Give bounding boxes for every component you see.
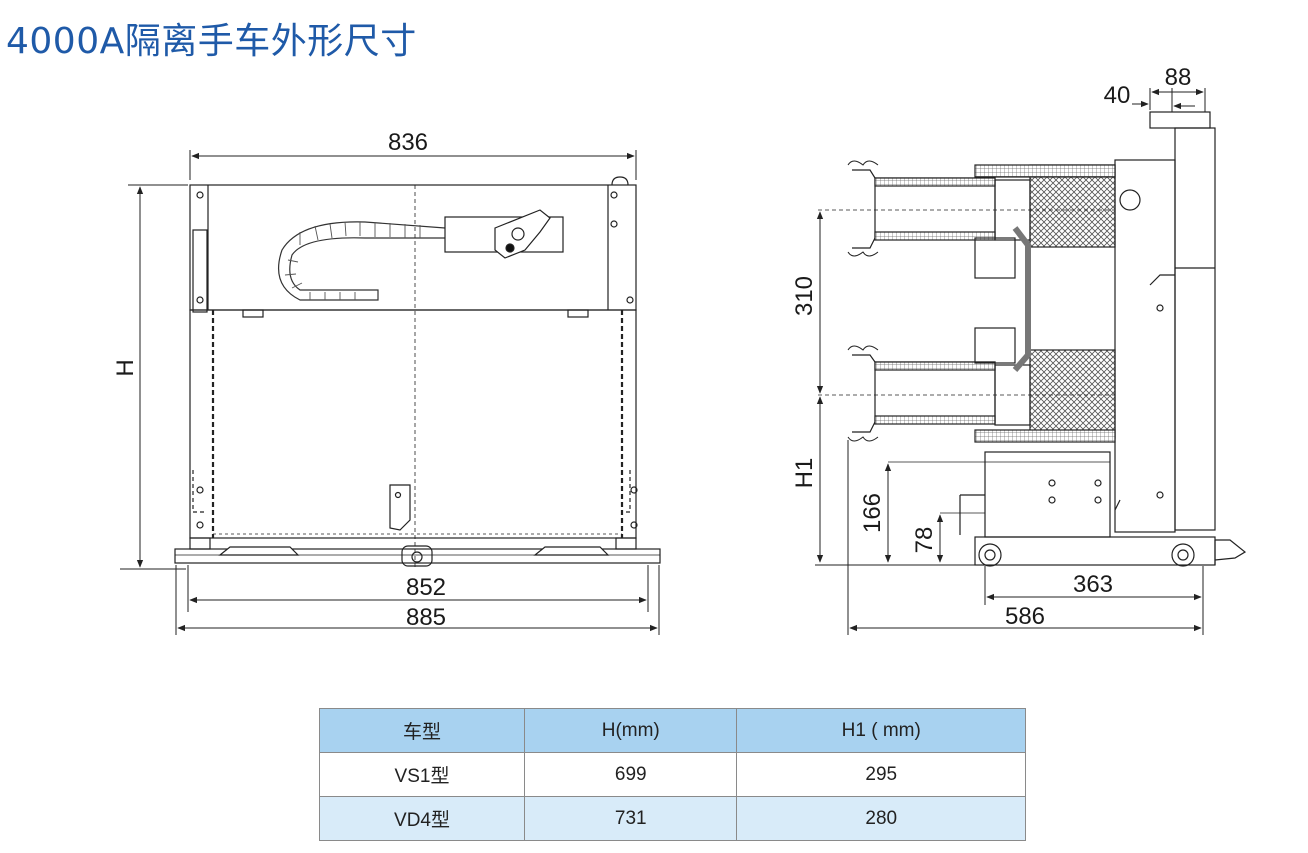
- dim-885-label: 885: [406, 604, 446, 631]
- dim-h-label: H: [112, 359, 139, 376]
- front-dimensions: [120, 150, 660, 635]
- spec-table: 车型 H(mm) H1 ( mm) VS1型 699 295 VD4型 731 …: [318, 708, 1026, 841]
- dim-363-label: 363: [1073, 571, 1113, 598]
- side-dimensions: [815, 88, 1206, 635]
- cell-h1: 295: [736, 752, 1026, 797]
- table-header-row: 车型 H(mm) H1 ( mm): [318, 708, 1026, 753]
- technical-drawing: 836 852 885 H: [112, 64, 1247, 635]
- dim-586-label: 586: [1005, 603, 1045, 630]
- page-title: 4000A隔离手车外形尺寸: [6, 21, 417, 62]
- dim-836-label: 836: [388, 129, 428, 156]
- front-upper-box: [189, 184, 637, 311]
- dim-40-label: 40: [1104, 82, 1131, 109]
- dim-h1-label: H1: [791, 458, 818, 489]
- dim-852-label: 852: [406, 574, 446, 601]
- table-row: VS1型 699 295: [318, 752, 1026, 797]
- dim-310-label: 310: [791, 276, 818, 316]
- cell-model: VS1型: [318, 752, 526, 797]
- dim-78-label: 78: [911, 527, 938, 554]
- header-h1: H1 ( mm): [736, 708, 1026, 753]
- front-view: [174, 176, 661, 570]
- cell-h: 731: [524, 796, 738, 841]
- table-row: VD4型 731 280: [318, 796, 1026, 841]
- header-model: 车型: [318, 708, 526, 753]
- side-view: [847, 111, 1247, 567]
- cell-h1: 280: [736, 796, 1026, 841]
- dim-166-label: 166: [859, 493, 886, 533]
- front-lower-body: [189, 309, 637, 539]
- dim-88-label: 88: [1165, 64, 1192, 91]
- cell-h: 699: [524, 752, 738, 797]
- header-h: H(mm): [524, 708, 738, 753]
- cell-model: VD4型: [318, 796, 526, 841]
